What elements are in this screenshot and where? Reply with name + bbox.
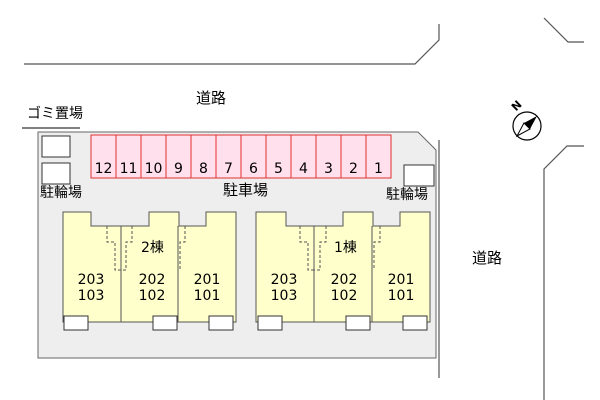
unit-upper: 201 <box>387 272 415 288</box>
unit-label: 203 103 <box>67 272 115 304</box>
entrance-box <box>257 315 283 331</box>
parking-slot-number: 8 <box>199 161 208 177</box>
unit-upper: 201 <box>193 272 221 288</box>
building-2-outline <box>62 211 237 323</box>
parking-slot <box>365 134 392 179</box>
building-1-name: 1棟 <box>334 240 357 256</box>
parking-slot-number: 10 <box>144 161 163 177</box>
unit-upper: 202 <box>330 272 358 288</box>
parking-slot-number: 9 <box>174 161 183 177</box>
parking-row <box>90 134 392 179</box>
stair-dashed <box>106 226 121 271</box>
north-arrow-icon: N <box>509 98 542 141</box>
unit-label: 202 102 <box>128 272 176 304</box>
parking-slot-number: 5 <box>274 161 283 177</box>
unit-lower: 101 <box>387 288 415 304</box>
stair-dashed <box>299 226 314 271</box>
unit-label: 202 102 <box>320 272 368 304</box>
unit-lower: 101 <box>193 288 221 304</box>
building-2 <box>62 211 237 331</box>
road-label-top: 道路 <box>196 89 227 107</box>
parking-slot-number: 6 <box>249 161 258 177</box>
parking-slot-number: 4 <box>299 161 308 177</box>
parking-slot <box>265 134 292 179</box>
parking-lot-label: 駐車場 <box>223 181 269 199</box>
parking-slot <box>340 134 367 179</box>
parking-slot <box>215 134 242 179</box>
parking-slot <box>190 134 217 179</box>
entrance-box <box>402 315 428 331</box>
parking-slot <box>240 134 267 179</box>
entrance-box <box>208 315 234 331</box>
parking-slot <box>140 134 167 179</box>
parking-slot-number: 1 <box>374 161 383 177</box>
bicycle-parking-label-left: 駐輪場 <box>40 185 82 201</box>
parking-slot <box>165 134 192 179</box>
stair-dashed <box>373 226 381 270</box>
bicycle-area-left <box>41 162 71 185</box>
unit-label: 201 101 <box>183 272 231 304</box>
road-edge-corner <box>543 17 584 43</box>
stair-dashed <box>179 226 186 270</box>
building-1 <box>255 211 431 331</box>
entrance-box <box>345 315 371 331</box>
parking-slot-number: 12 <box>94 161 113 177</box>
building-1-outline <box>255 211 431 323</box>
stair-dashed <box>121 226 133 271</box>
unit-lower: 103 <box>270 288 298 304</box>
unit-lower: 102 <box>138 288 166 304</box>
garbage-area-label: ゴミ置場 <box>27 106 83 122</box>
unit-label: 201 101 <box>377 272 425 304</box>
unit-lower: 103 <box>77 288 105 304</box>
bicycle-area-right <box>403 164 435 187</box>
parking-slot-number: 11 <box>119 161 138 177</box>
parking-slot-number: 3 <box>324 161 333 177</box>
garbage-area <box>41 135 71 158</box>
unit-upper: 202 <box>138 272 166 288</box>
entrance-box <box>63 315 89 331</box>
compass-label: N <box>509 98 525 114</box>
entrance-box <box>152 315 178 331</box>
stair-dashed <box>314 226 327 271</box>
parking-slot <box>315 134 342 179</box>
parking-slot <box>90 134 117 179</box>
road-edge-top <box>24 24 440 65</box>
road-label-right: 道路 <box>472 249 503 267</box>
unit-upper: 203 <box>270 272 298 288</box>
unit-upper: 203 <box>77 272 105 288</box>
bicycle-parking-label-right: 駐輪場 <box>386 187 428 203</box>
unit-label: 203 103 <box>260 272 308 304</box>
building-2-name: 2棟 <box>141 240 164 256</box>
parking-slot-number: 7 <box>224 161 233 177</box>
parking-slot-number: 2 <box>349 161 358 177</box>
road-edge-right <box>543 145 584 400</box>
unit-lower: 102 <box>330 288 358 304</box>
